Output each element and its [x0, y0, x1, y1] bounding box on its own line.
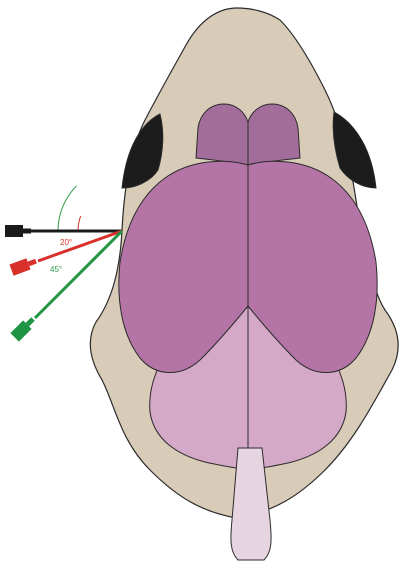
- black-probe-connector: [5, 225, 23, 237]
- right-olfactory-bulb: [248, 104, 300, 165]
- angle-label-45: 45°: [50, 265, 62, 274]
- red-probe-neck: [28, 259, 37, 266]
- black-probe-neck: [23, 229, 31, 234]
- black-electrode-probe: [5, 225, 122, 237]
- angle-arc-45: [58, 186, 77, 231]
- angle-arc-20: [78, 216, 81, 231]
- angle-label-20: 20°: [60, 238, 72, 247]
- red-probe-shaft: [38, 231, 122, 261]
- left-olfactory-bulb: [196, 104, 248, 165]
- red-probe-connector: [9, 258, 30, 275]
